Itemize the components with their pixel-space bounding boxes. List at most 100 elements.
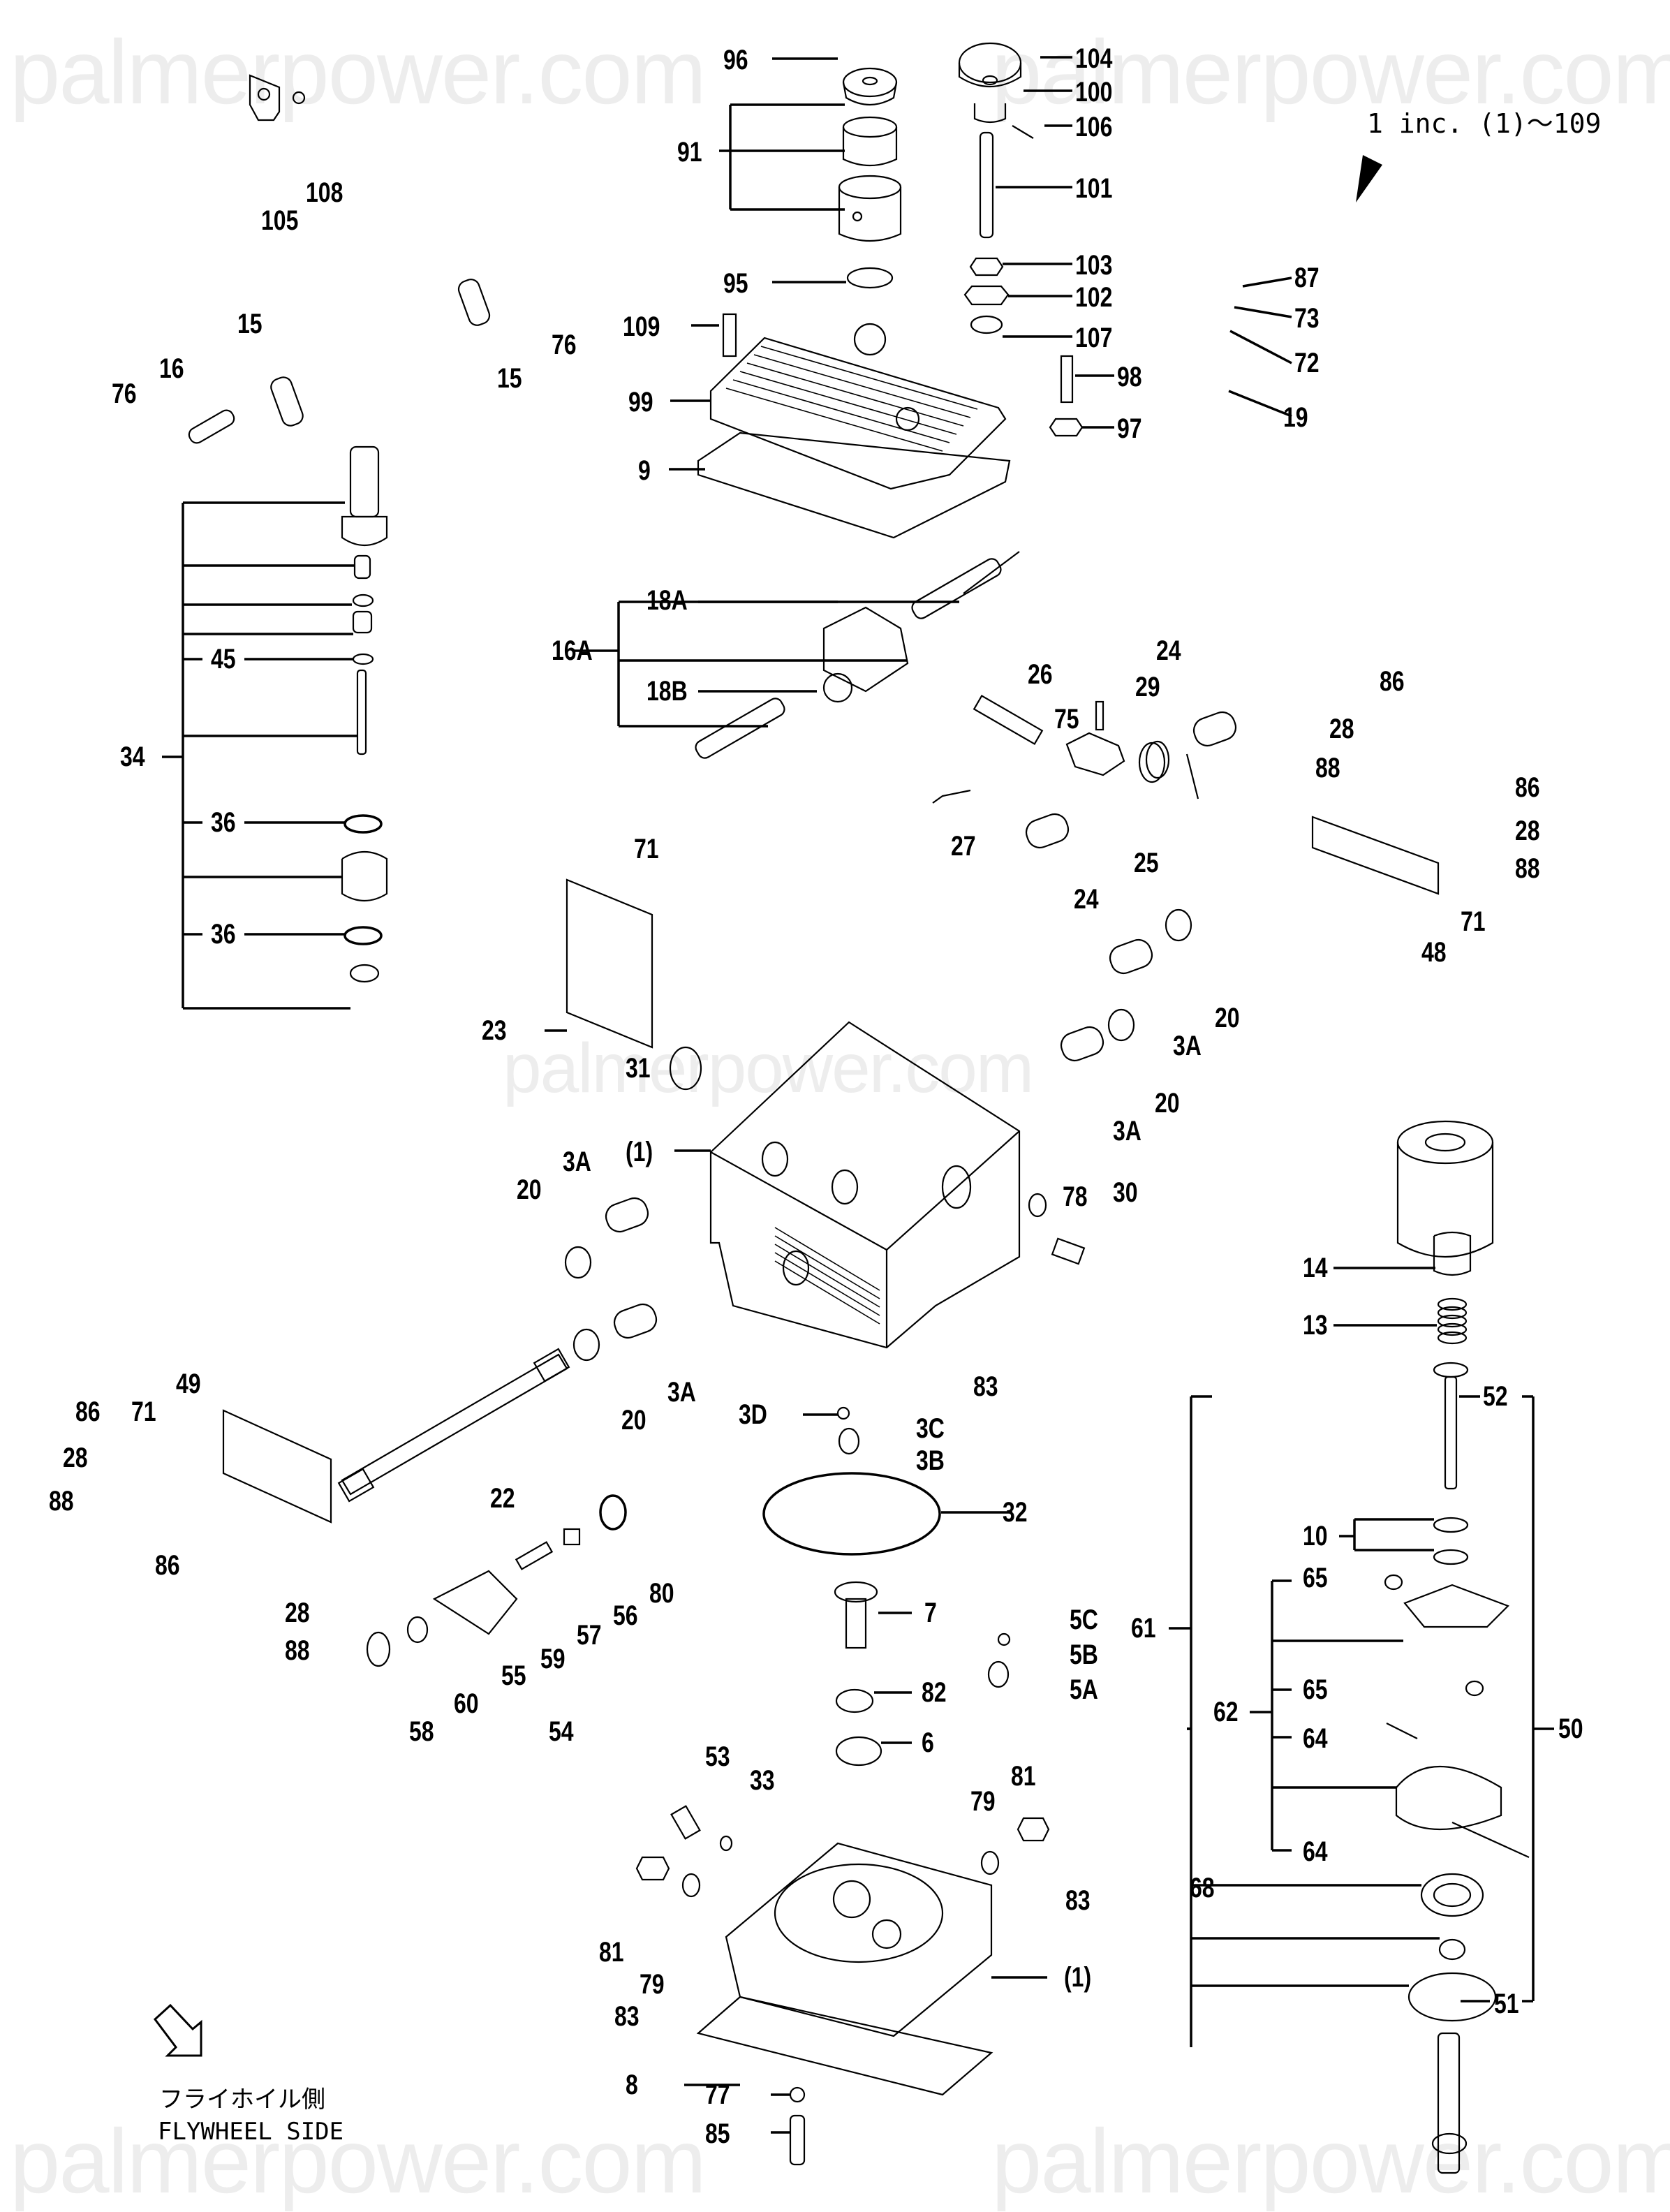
adjust-rod-part-101 (979, 131, 994, 239)
callout-81-right: 81 (1011, 1761, 1036, 1792)
callout-34: 34 (120, 742, 145, 772)
callout-19: 19 (1283, 402, 1308, 433)
roller-part-65-lower (1465, 1680, 1484, 1697)
governor-shaft-assembly-16A (695, 551, 1020, 759)
callout-98: 98 (1117, 362, 1142, 392)
callout-91: 91 (677, 137, 702, 168)
callout-64-upper: 64 (1303, 1723, 1328, 1754)
callout-80: 80 (649, 1578, 674, 1609)
o-ring-part-32 (762, 1472, 941, 1556)
callout-83-right: 83 (1065, 1885, 1091, 1916)
pin-part-106 (1012, 125, 1034, 139)
callout-3A-b: 3A (1113, 1116, 1141, 1146)
callout-60: 60 (454, 1688, 479, 1719)
callout-54: 54 (549, 1716, 574, 1747)
sleeve-part-3B (838, 1427, 860, 1455)
leader-lines (162, 56, 1554, 2134)
callout-83-left: 83 (614, 2001, 640, 2032)
callout-104: 104 (1075, 43, 1113, 74)
washer-part-107 (970, 315, 1003, 334)
callout-24-upper: 24 (1156, 635, 1181, 666)
callout-3A-c: 3A (563, 1146, 591, 1177)
callout-20-c: 20 (517, 1174, 542, 1205)
callout-106: 106 (1075, 112, 1113, 142)
cylinder-bushing-part (1396, 1120, 1494, 1258)
callout-79-left: 79 (640, 1969, 665, 2000)
pin-part-64-upper (1386, 1723, 1418, 1739)
callout-58: 58 (409, 1716, 434, 1747)
callout-86-upper: 86 (1380, 666, 1405, 697)
spring-part-13 (1437, 1297, 1468, 1345)
seal-part-20-4 (572, 1328, 600, 1362)
callout-3C: 3C (916, 1413, 945, 1444)
link-plate-part-15-left (270, 376, 304, 427)
watermark-center: palmerpower.com (503, 1029, 1034, 1107)
pin-part-64-lower (1451, 1821, 1530, 1859)
gear-part-7 (834, 1581, 878, 1649)
callout-65-upper: 65 (1303, 1563, 1328, 1593)
callout-76-right: 76 (552, 330, 577, 360)
washer-part-79-right (980, 1850, 1000, 1875)
callout-71-left: 71 (131, 1396, 156, 1427)
seal-part-20-3 (564, 1246, 592, 1279)
cam-part (1395, 1765, 1502, 1830)
callout-1-lower: (1) (1064, 1962, 1092, 1993)
nut-part-103 (969, 257, 1004, 276)
callout-88-lower: 88 (285, 1635, 310, 1666)
valve-assembly-part-34 (341, 445, 388, 983)
roller-part-65-upper (1384, 1574, 1403, 1591)
callout-65-lower: 65 (1303, 1674, 1328, 1705)
callout-81-left: 81 (599, 1937, 624, 1968)
callout-36-upper: 36 (211, 807, 236, 838)
watermark-top-right: palmerpower.com (991, 21, 1670, 123)
callout-36-lower: 36 (211, 919, 236, 950)
washer-part-10-lower (1433, 1549, 1469, 1565)
callout-3B: 3B (916, 1445, 945, 1476)
callout-102: 102 (1075, 282, 1113, 313)
callout-20-a: 20 (1215, 1003, 1240, 1033)
bushing-part-3A-1 (1109, 938, 1153, 975)
watermark-bottom-left: palmerpower.com (10, 2110, 707, 2212)
callout-82: 82 (922, 1677, 947, 1708)
callout-88-right: 88 (1515, 853, 1540, 884)
callout-23: 23 (482, 1015, 507, 1046)
callout-3A-a: 3A (1173, 1031, 1202, 1061)
callout-83-upper: 83 (973, 1371, 998, 1402)
sleeve-part-5A (987, 1660, 1010, 1688)
cam-disc-part (1407, 1972, 1497, 2022)
watermark-top-left: palmerpower.com (10, 21, 707, 123)
callout-79-right: 79 (970, 1786, 996, 1817)
callout-56: 56 (613, 1600, 638, 1631)
callout-101: 101 (1075, 173, 1113, 204)
callout-5C: 5C (1070, 1605, 1098, 1635)
callout-24-lower: 24 (1074, 884, 1099, 915)
callout-18B: 18B (646, 676, 688, 707)
gasket-part-9 (697, 432, 1011, 539)
callout-77: 77 (705, 2079, 730, 2110)
callout-103: 103 (1075, 250, 1113, 281)
filled-triangle-pointer-icon (1356, 155, 1382, 202)
callout-99: 99 (628, 387, 653, 418)
fitting-part (838, 175, 902, 242)
bushing-part-24-upper (1192, 711, 1237, 747)
washer-part-95 (846, 267, 894, 289)
seal-part-20-2 (1107, 1008, 1135, 1042)
plate-part-23 (566, 878, 653, 1049)
callout-85: 85 (705, 2118, 730, 2149)
callout-30: 30 (1113, 1177, 1138, 1208)
callout-32: 32 (1003, 1497, 1028, 1528)
callout-50: 50 (1558, 1713, 1583, 1744)
seal-part-20-1 (1165, 908, 1192, 942)
callout-105: 105 (261, 205, 299, 236)
tappet-part-62 (1403, 1584, 1509, 1628)
callout-45: 45 (211, 644, 236, 674)
plug-part-102 (963, 285, 1010, 306)
bolt-part-98 (1060, 355, 1074, 404)
plate-part-48 (1311, 816, 1440, 895)
washer-part-10-upper (1433, 1517, 1469, 1533)
callout-22: 22 (490, 1483, 515, 1514)
callout-64-lower: 64 (1303, 1836, 1328, 1867)
ball-part-5C (997, 1632, 1011, 1646)
callout-20-b: 20 (1155, 1088, 1180, 1119)
